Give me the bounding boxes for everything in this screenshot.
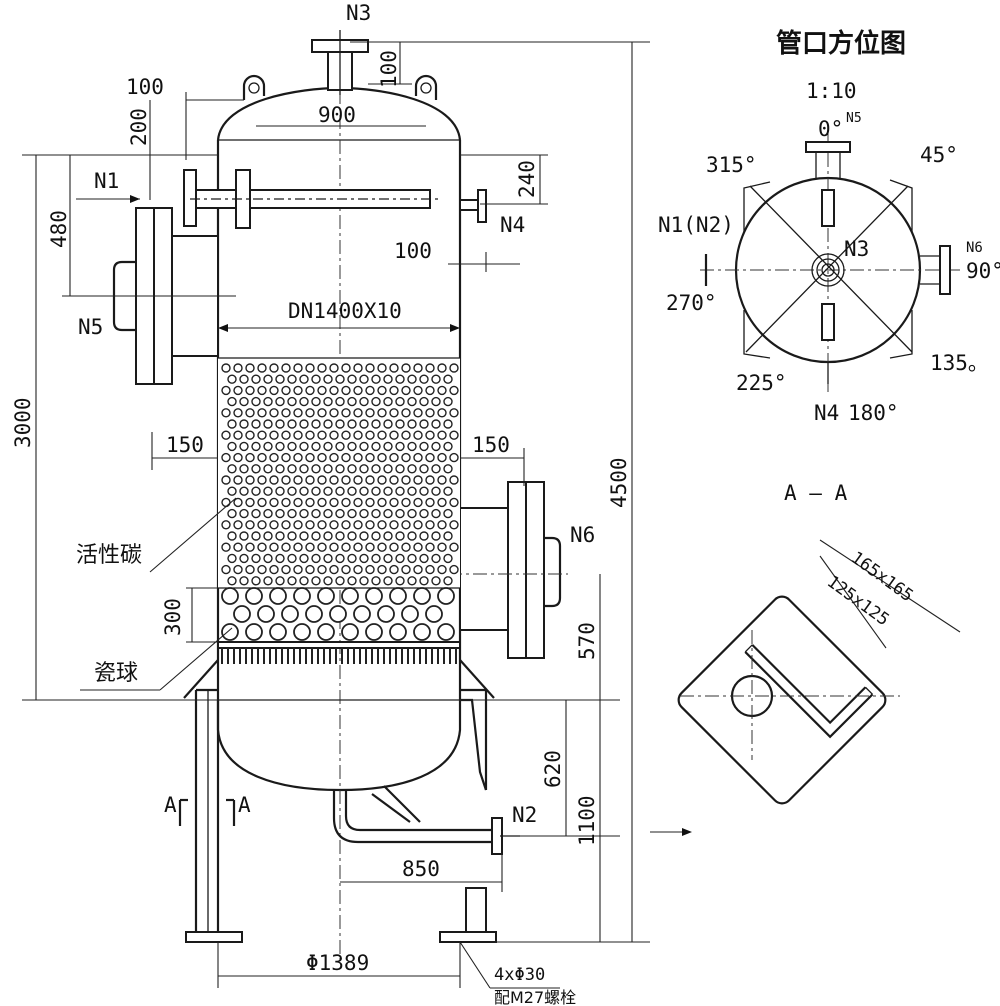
label-n2: N2 — [512, 803, 537, 827]
outlet-n2 — [332, 785, 520, 855]
support-grid — [217, 641, 461, 664]
label-n3: N3 — [346, 1, 371, 25]
section-mark-left: A — [164, 793, 177, 817]
dim-dn1400: DN1400X10 — [288, 299, 402, 323]
dim-200: 200 — [127, 108, 151, 146]
carbon-bed — [218, 357, 460, 589]
angle-0: 0° — [818, 117, 843, 141]
manhole-n6 — [448, 481, 568, 659]
section-aa: A — A 165x165 125x125 — [677, 481, 961, 805]
label-ceramic-balls: 瓷球 — [94, 661, 138, 686]
nozzle-n3 — [311, 30, 369, 95]
dim-100-n3: 100 — [377, 50, 401, 88]
dim-100-top: 100 — [126, 75, 164, 99]
orient-n1n2: N1(N2) — [658, 213, 734, 237]
dim-620: 620 — [541, 750, 565, 788]
dim-holes: 4xΦ30 — [494, 965, 545, 985]
dim-480: 480 — [47, 210, 71, 248]
angle-135: 135。 — [930, 351, 989, 375]
inlet-distributor — [183, 169, 440, 229]
angle-225: 225° — [736, 371, 787, 395]
dim-150-left: 150 — [166, 433, 204, 457]
vessel-annotations: N3 100 200 900 100 240 N1 N4 480 100 DN1… — [11, 1, 631, 1006]
dim-100-n4: 100 — [394, 239, 432, 263]
dim-150-right: 150 — [472, 433, 510, 457]
label-n4: N4 — [500, 213, 525, 237]
dim-4500: 4500 — [607, 457, 631, 508]
support-legs — [183, 659, 497, 943]
angle-315: 315° — [706, 153, 757, 177]
dim-900: 900 — [318, 103, 356, 127]
orientation-view: 管口方位图 1:10 0° N5 315° 45° N1(N2) N3 — [658, 28, 1000, 425]
ceramic-balls — [221, 587, 455, 641]
lifting-lugs — [242, 74, 438, 100]
angle-90: 90° — [966, 259, 1000, 283]
dim-570: 570 — [575, 622, 599, 660]
orient-n4: N4 — [814, 401, 839, 425]
orient-n3: N3 — [844, 237, 869, 261]
dim-850: 850 — [402, 857, 440, 881]
label-n6: N6 — [570, 523, 595, 547]
label-n5: N5 — [78, 315, 103, 339]
label-activated-carbon: 活性碳 — [76, 543, 142, 568]
dim-300: 300 — [161, 598, 185, 636]
section-title: A — A — [784, 481, 848, 505]
label-n1: N1 — [94, 169, 119, 193]
angle-180: 180° — [848, 401, 899, 425]
dim-1389: Φ1389 — [306, 951, 369, 975]
orientation-scale: 1:10 — [806, 79, 857, 103]
angle-270: 270° — [666, 291, 717, 315]
dim-3000: 3000 — [11, 397, 35, 448]
section-mark-right: A — [238, 793, 251, 817]
dim-240: 240 — [515, 160, 539, 198]
orientation-title: 管口方位图 — [776, 28, 906, 59]
dim-1100: 1100 — [575, 795, 599, 846]
dimension-lines — [22, 41, 692, 989]
angle-45: 45° — [920, 143, 958, 167]
label-bolts: 配M27螺栓 — [494, 988, 576, 1006]
nozzle-n4 — [459, 189, 487, 223]
orient-n6: N6 — [966, 240, 983, 256]
orient-n5: N5 — [846, 111, 862, 126]
